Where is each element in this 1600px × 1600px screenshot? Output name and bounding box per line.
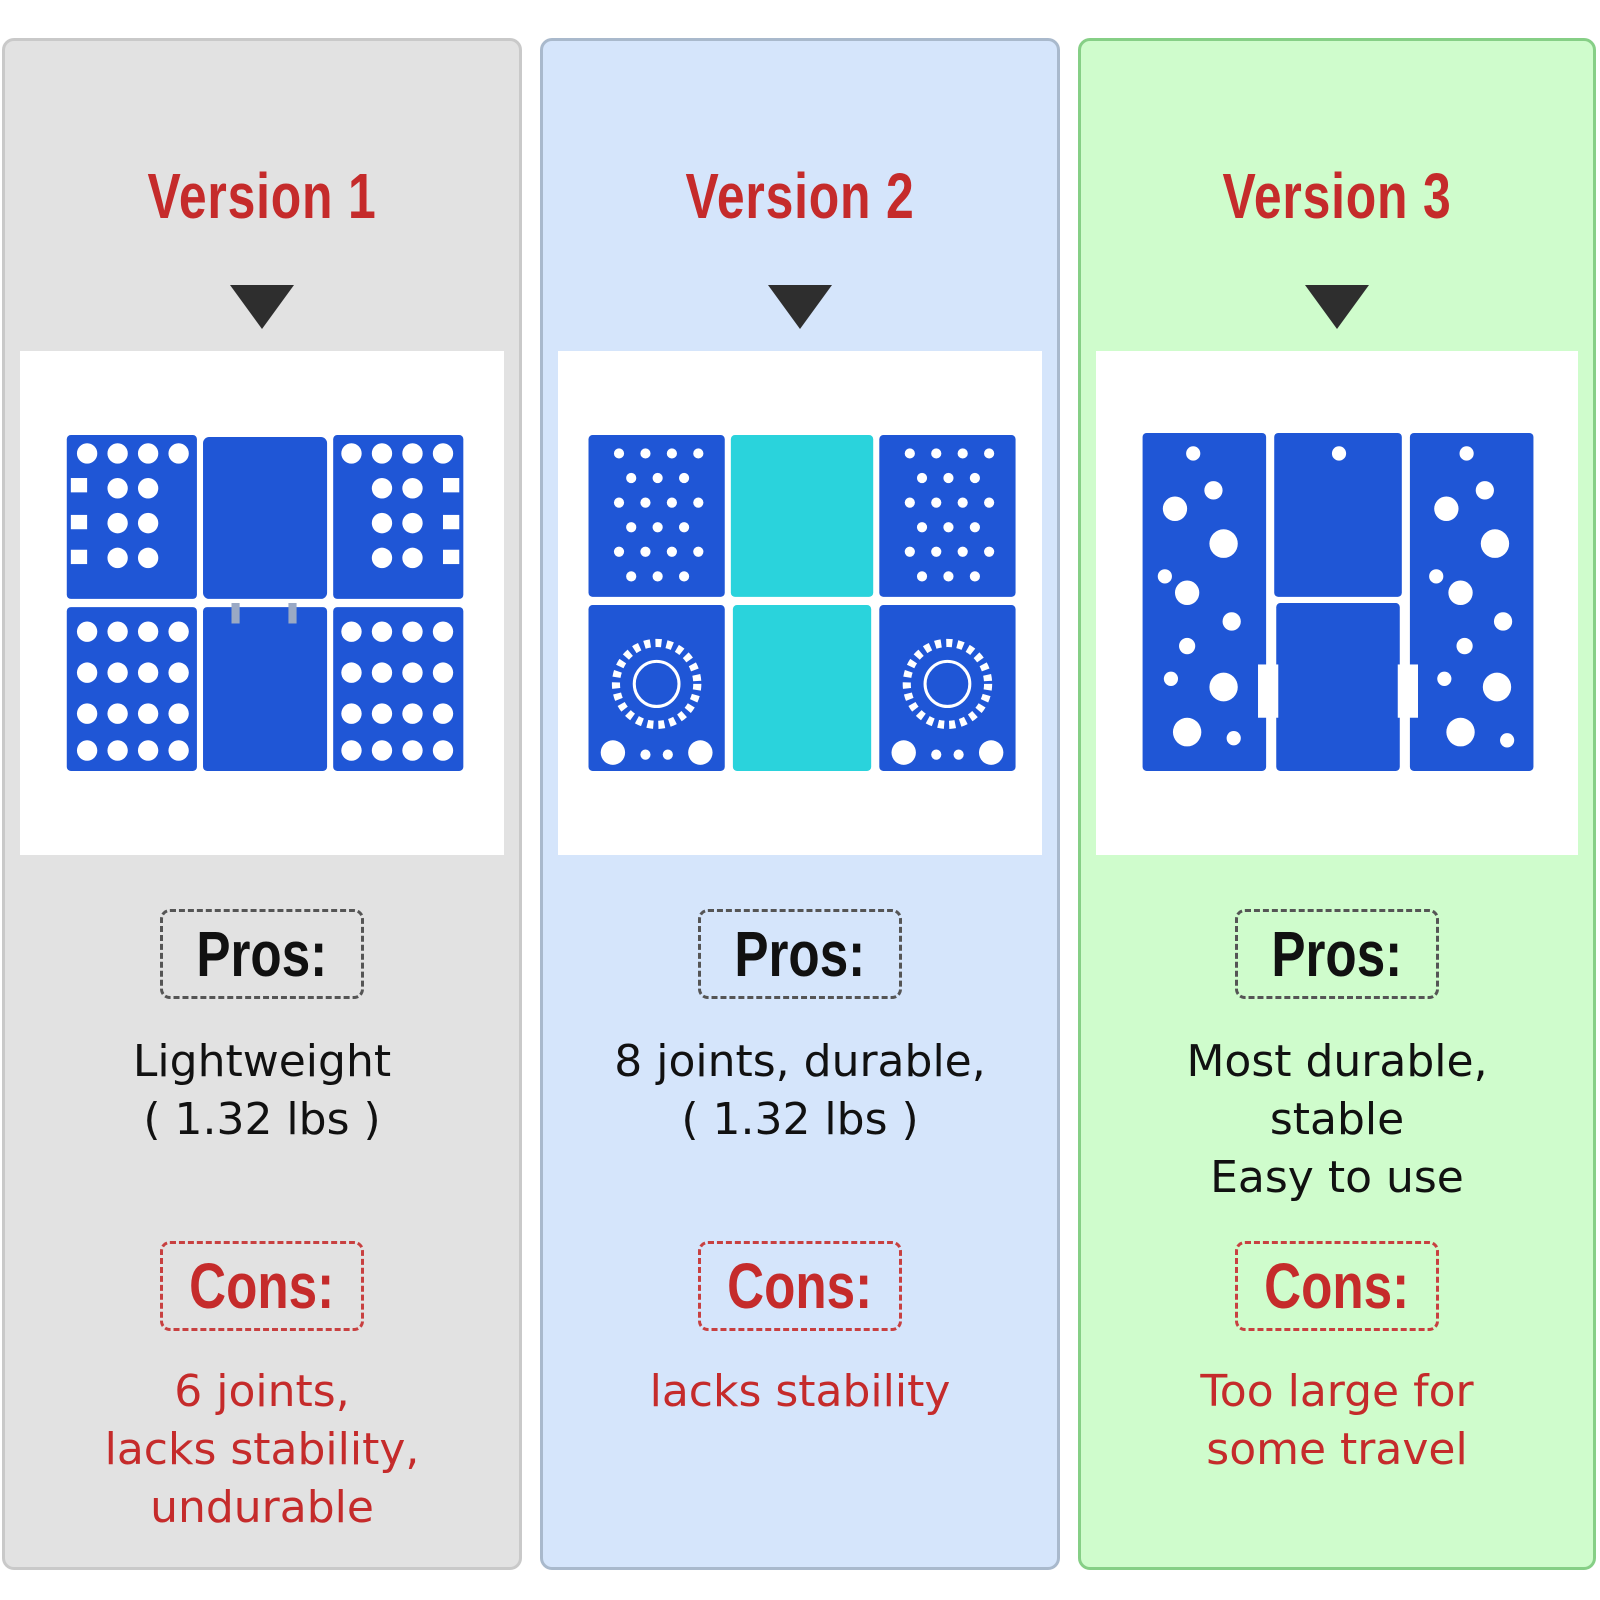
cons-text: lacks stability — [543, 1363, 1057, 1421]
cons-text: Too large for some travel — [1081, 1363, 1593, 1479]
pros-badge: Pros: — [698, 909, 902, 999]
cons-text: 6 joints, lacks stability, undurable — [5, 1363, 519, 1537]
version-3-board-image — [1096, 351, 1578, 855]
cons-label: Cons: — [1264, 1250, 1410, 1322]
cons-badge: Cons: — [698, 1241, 902, 1331]
down-arrow-icon — [230, 285, 294, 329]
down-arrow-icon — [1305, 285, 1369, 329]
pros-line: Lightweight — [132, 1036, 392, 1087]
version-3-title: Version 3 — [1222, 160, 1452, 232]
cons-line: lacks stability, — [104, 1424, 420, 1475]
cons-line: lacks stability — [649, 1366, 951, 1417]
cons-line: some travel — [1206, 1424, 1468, 1475]
cons-label: Cons: — [189, 1250, 335, 1322]
cons-badge: Cons: — [160, 1241, 364, 1331]
version-1-title: Version 1 — [147, 160, 377, 232]
version-1-board-image — [20, 351, 504, 855]
pros-text: Most durable, stable Easy to use — [1081, 1033, 1593, 1207]
pros-badge: Pros: — [1235, 909, 1439, 999]
version-3-column: Version 3 Pros: Most durabl — [1078, 38, 1596, 1570]
pros-text: 8 joints, durable, ( 1.32 lbs ) — [543, 1033, 1057, 1149]
pros-line: ( 1.32 lbs ) — [143, 1094, 381, 1145]
pros-line: ( 1.32 lbs ) — [681, 1094, 919, 1145]
version-1-column: Version 1 — [2, 38, 522, 1570]
version-2-title: Version 2 — [685, 160, 915, 232]
version-2-board-image — [558, 351, 1042, 855]
cons-line: Too large for — [1200, 1366, 1474, 1417]
cons-line: 6 joints, — [174, 1366, 350, 1417]
folding-board-v2-illustration — [588, 435, 1016, 771]
folding-board-v3-illustration — [1142, 432, 1534, 771]
pros-line: Easy to use — [1210, 1152, 1464, 1203]
cons-badge: Cons: — [1235, 1241, 1439, 1331]
pros-line: Most durable, — [1186, 1036, 1488, 1087]
cons-label: Cons: — [727, 1250, 873, 1322]
pros-line: stable — [1269, 1094, 1405, 1145]
pros-line: 8 joints, durable, — [614, 1036, 986, 1087]
version-2-column: Version 2 — [540, 38, 1060, 1570]
pros-label: Pros: — [1271, 918, 1403, 990]
down-arrow-icon — [768, 285, 832, 329]
pros-badge: Pros: — [160, 909, 364, 999]
folding-board-v1-illustration — [66, 435, 464, 771]
pros-label: Pros: — [196, 918, 328, 990]
cons-line: undurable — [150, 1482, 374, 1533]
pros-label: Pros: — [734, 918, 866, 990]
pros-text: Lightweight ( 1.32 lbs ) — [5, 1033, 519, 1149]
